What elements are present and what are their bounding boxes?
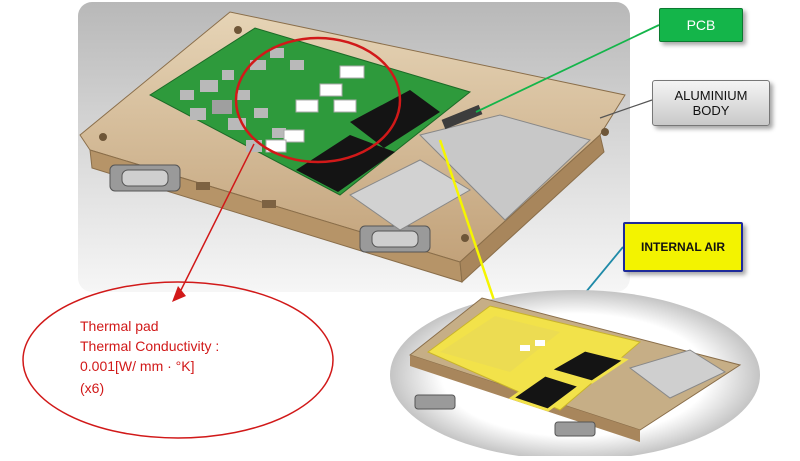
inset-ic-block-1 [508, 373, 584, 412]
thermal-pad-highlight-circle [234, 36, 402, 164]
dsub-connector-right [359, 225, 431, 253]
internal-air-leader-line [438, 139, 502, 319]
right-cavity [419, 114, 591, 221]
internal-air-label-text: INTERNAL AIR [641, 240, 725, 254]
pcb-label: PCB [659, 8, 743, 42]
thermal-pad-callout-ellipse [22, 281, 334, 439]
aluminium-body-label: ALUMINIUM BODY [652, 80, 770, 126]
aluminium-body-label-line1: ALUMINIUM [674, 88, 748, 103]
thermal-conductivity-value: 0.001[W/ mm · °K] [80, 358, 195, 374]
thermal-pad-callout-text: Thermal pad Thermal Conductivity : 0.001… [80, 316, 320, 398]
internal-air-label: INTERNAL AIR [623, 222, 743, 272]
aluminium-body-label-line2: BODY [692, 103, 730, 118]
thermal-pad-title: Thermal pad [80, 318, 159, 334]
aluminium-leader-line [599, 99, 653, 119]
pcb-leader-line [475, 24, 660, 113]
dsub-connector-left [109, 164, 181, 192]
internal-air-inset [390, 290, 760, 460]
thermal-pad-count: (x6) [80, 380, 105, 396]
thermal-pad-leader-line [177, 143, 255, 297]
thermal-conductivity-label: Thermal Conductivity : [80, 338, 220, 354]
inset-ic-block-2 [546, 348, 629, 384]
thermal-pad-arrowhead [172, 286, 186, 302]
pcb-label-text: PCB [686, 17, 716, 33]
